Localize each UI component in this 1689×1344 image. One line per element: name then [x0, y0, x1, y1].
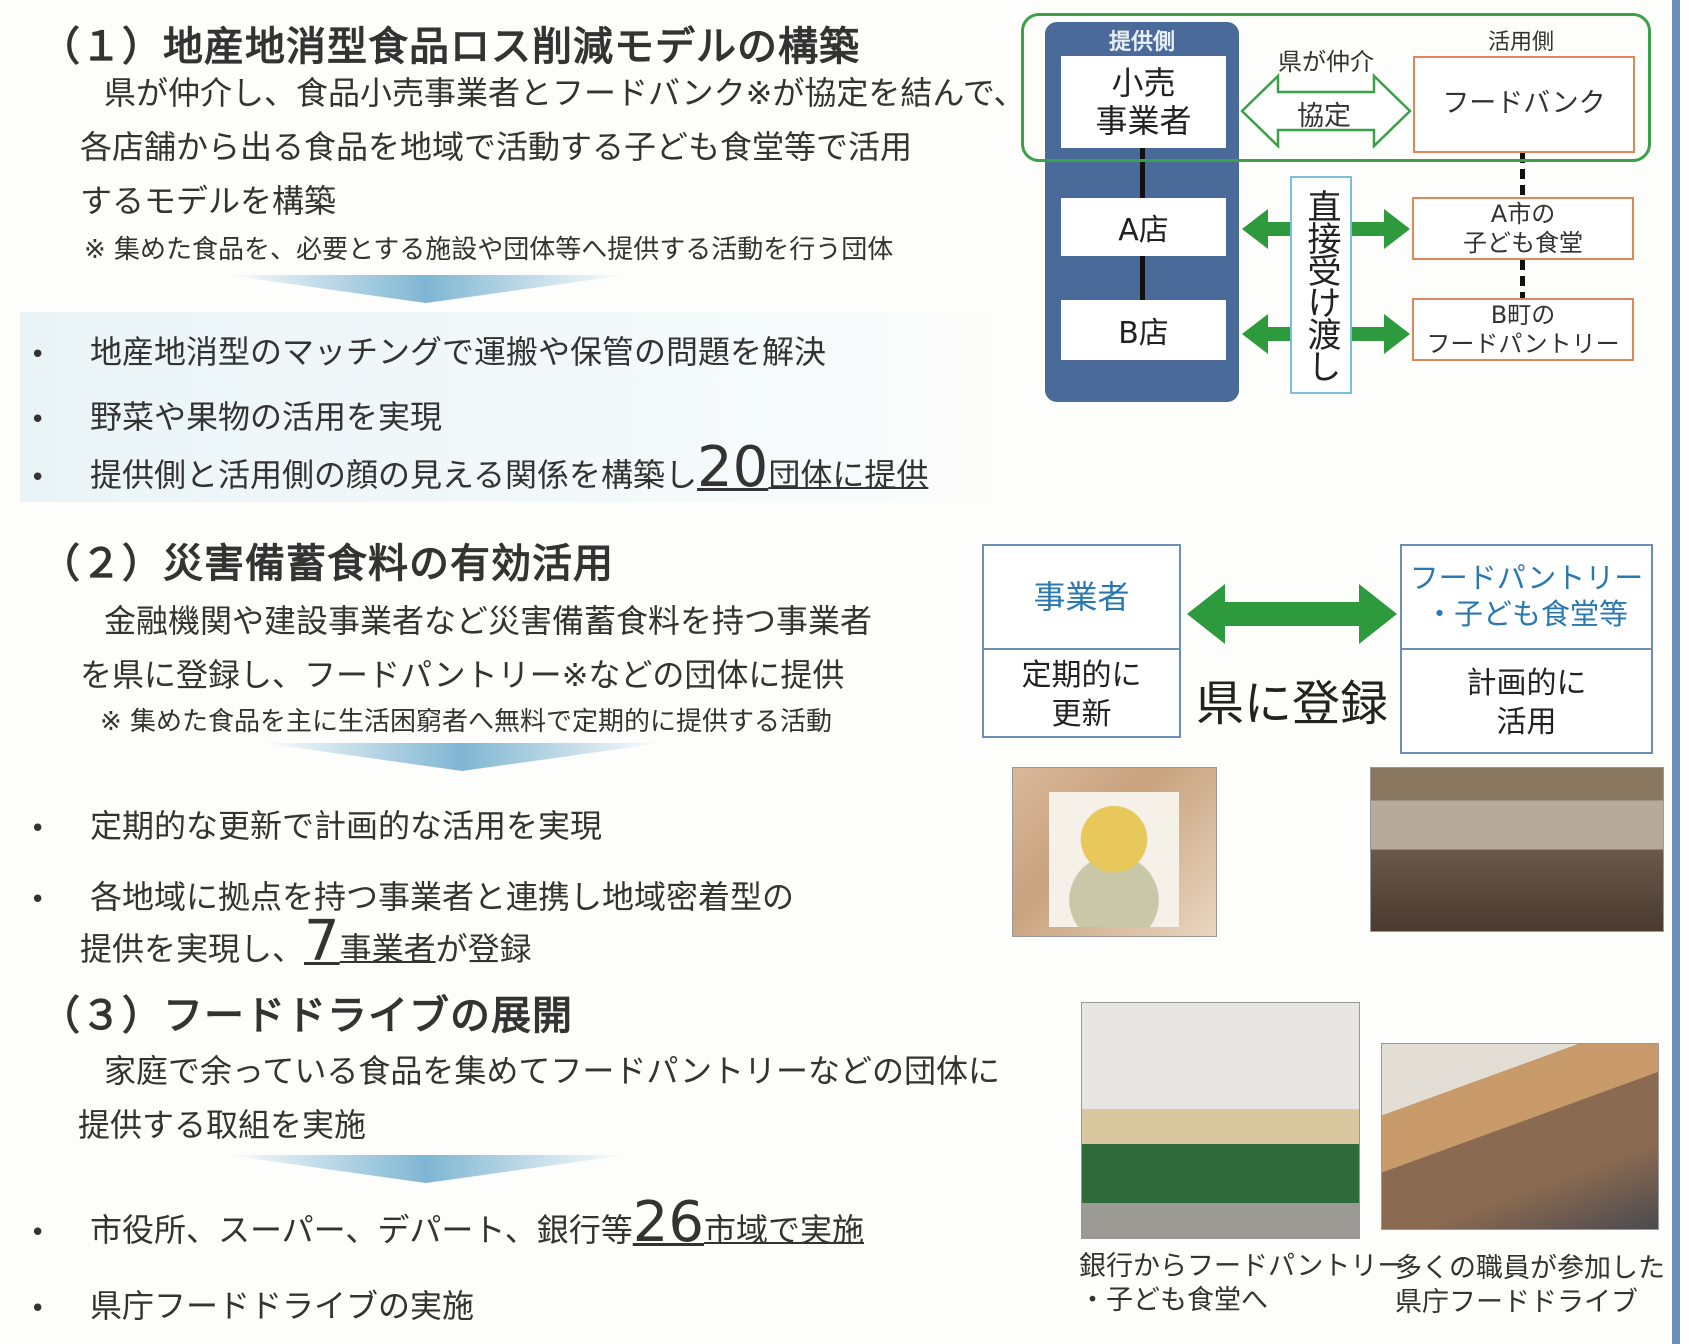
divider — [1400, 648, 1653, 650]
section1-para-3: するモデルを構築 — [80, 182, 337, 220]
section3-para-1: 家庭で余っている食品を集めてフードパントリーなどの団体に — [104, 1052, 1001, 1090]
mediator-label: 県が仲介 — [1278, 48, 1374, 76]
section1-results-bg — [20, 312, 1000, 502]
divider — [982, 648, 1181, 650]
business-label: 事業者 — [1033, 578, 1130, 616]
business-sub: 定期的に更新 — [1021, 658, 1142, 732]
direct-handover-box: 直接受け渡し — [1290, 176, 1352, 394]
section1-note: ※ 集めた食品を、必要とする施設や団体等へ提供する活動を行う団体 — [84, 235, 894, 265]
down-chevron-icon — [226, 275, 626, 303]
register-label: 県に登録 — [1196, 676, 1389, 732]
section2-bullet: •定期的な更新で計画的な活用を実現 — [30, 807, 603, 845]
connector-line — [1140, 256, 1145, 300]
children-cafeteria-photo — [1370, 767, 1664, 932]
double-arrow-outline-icon — [1240, 73, 1412, 149]
section2-heading: （２）災害備蓄食料の有効活用 — [40, 541, 614, 587]
bank-food-drive-photo — [1081, 1002, 1360, 1239]
b-town-pantry-box: B町のフードパントリー — [1412, 298, 1634, 361]
section1-bullet: •野菜や果物の活用を実現 — [30, 398, 443, 436]
section1-para-1: 県が仲介し、食品小売事業者とフードバンク※が協定を結んで、 — [104, 74, 1026, 112]
store-a-box: A店 — [1061, 198, 1226, 256]
agreement-label: 協定 — [1297, 101, 1351, 132]
section2-bullet-cont: 提供を実現し、7事業者が登録 — [80, 909, 532, 974]
user-label: 活用側 — [1488, 30, 1555, 55]
double-arrow-icon — [1187, 584, 1397, 644]
dashed-connector — [1520, 153, 1525, 197]
store-b-box: B店 — [1061, 300, 1226, 360]
caption-left: 銀行からフードパントリー・子ども食堂へ — [1079, 1251, 1405, 1316]
section2-note: ※ 集めた食品を主に生活困窮者へ無料で定期的に提供する活動 — [100, 707, 833, 737]
retailer-box: 小売事業者 — [1061, 56, 1226, 148]
agreement-frame — [1021, 13, 1651, 162]
a-city-cafeteria-box: A市の子ども食堂 — [1412, 197, 1634, 260]
connector-line — [1140, 148, 1145, 198]
section3-bullet: •県庁フードドライブの実施 — [30, 1287, 475, 1325]
stockpile-food-photo — [1012, 767, 1217, 937]
dashed-connector — [1520, 260, 1525, 298]
page-edge-bar — [1672, 0, 1680, 1344]
section1-bullet: •提供側と活用側の顔の見える関係を構築し20団体に提供 — [30, 435, 929, 500]
food-bank-box: フードバンク — [1413, 56, 1635, 153]
pantry-label: フードパントリー・子ども食堂等 — [1409, 561, 1644, 632]
section3-heading: （３）フードドライブの展開 — [40, 993, 573, 1039]
provider-label: 提供側 — [1108, 30, 1175, 55]
highlight-number: 7 — [304, 909, 340, 974]
pantry-sub: 計画的に活用 — [1466, 666, 1587, 740]
section3-bullet: •市役所、スーパー、デパート、銀行等26市域で実施 — [30, 1190, 865, 1255]
highlight-number: 26 — [632, 1190, 704, 1255]
prefecture-food-drive-photo — [1381, 1043, 1659, 1230]
highlight-number: 20 — [697, 435, 769, 500]
caption-right: 多くの職員が参加した県庁フードドライブ — [1395, 1253, 1665, 1318]
section1-para-2: 各店舗から出る食品を地域で活動する子ども食堂等で活用 — [80, 128, 913, 166]
down-chevron-icon — [262, 743, 662, 771]
section2-para-1: 金融機関や建設事業者など災害備蓄食料を持つ事業者 — [104, 602, 873, 640]
section1-bullet: •地産地消型のマッチングで運搬や保管の問題を解決 — [30, 333, 827, 371]
section2-bullet: •各地域に拠点を持つ事業者と連携し地域密着型の — [30, 878, 795, 916]
section1-heading: （１）地産地消型食品ロス削減モデルの構築 — [40, 24, 860, 70]
down-chevron-icon — [226, 1155, 626, 1183]
business-box — [982, 544, 1181, 738]
section2-para-2: を県に登録し、フードパントリー※などの団体に提供 — [80, 656, 845, 694]
section3-para-2: 提供する取組を実施 — [78, 1106, 367, 1144]
